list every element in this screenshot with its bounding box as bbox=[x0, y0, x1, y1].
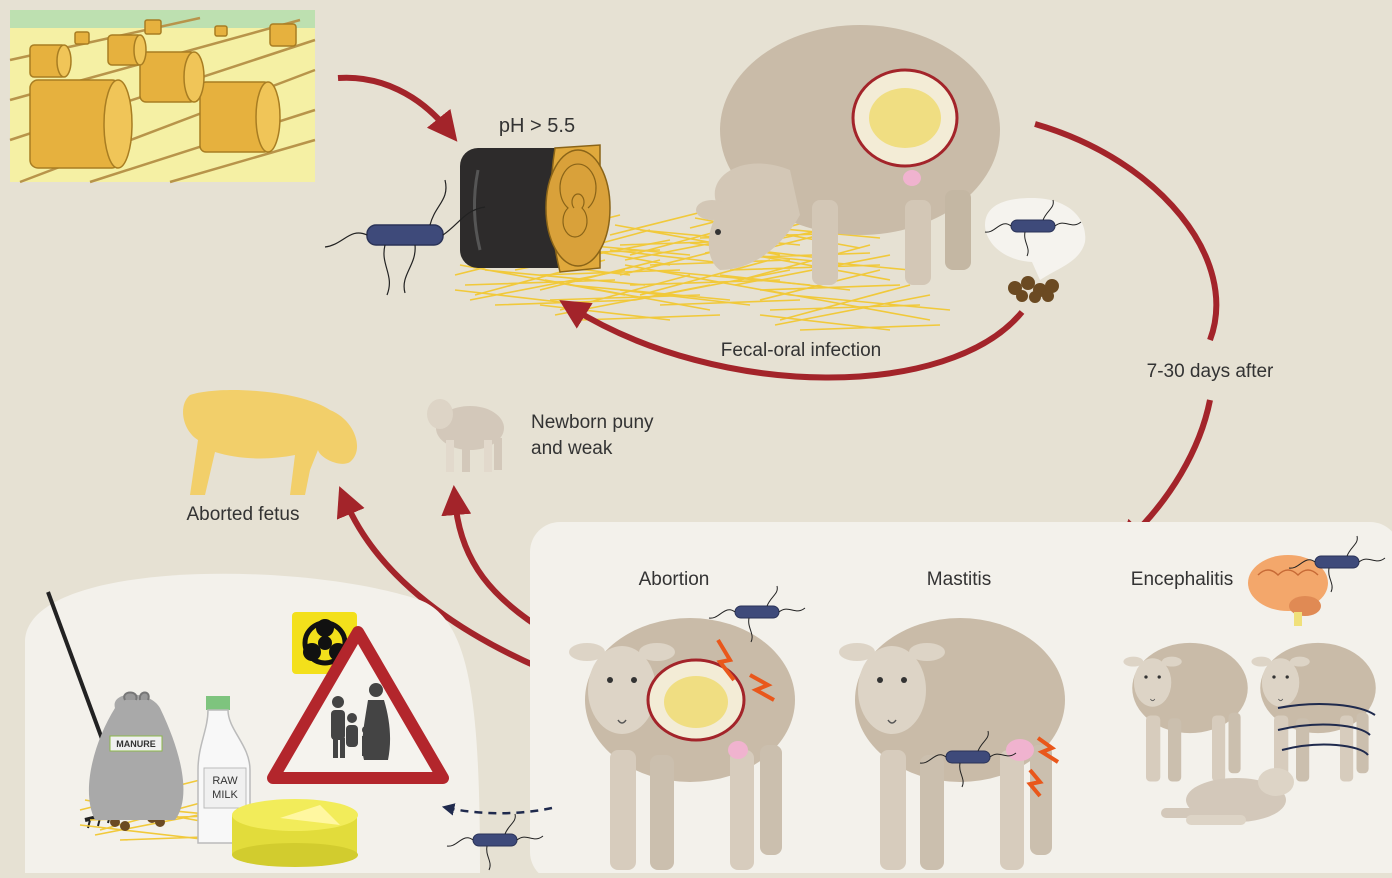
days-after-label: 7-30 days after bbox=[1147, 361, 1274, 382]
aborted-fetus-label: Aborted fetus bbox=[186, 504, 299, 525]
manure-label: MANURE bbox=[116, 739, 156, 749]
fecal-oral-label: Fecal-oral infection bbox=[721, 340, 882, 361]
feces-icon bbox=[985, 198, 1085, 303]
encephalitis-label: Encephalitis bbox=[1131, 569, 1233, 590]
hay-field-icon bbox=[10, 10, 315, 182]
newborn-label-line1: Newborn puny bbox=[531, 412, 654, 433]
cheese-icon bbox=[232, 799, 358, 867]
aborted-fetus-icon bbox=[183, 390, 357, 495]
incubation-arrow-bottom bbox=[1128, 400, 1210, 540]
newborn-label-line2: and weak bbox=[531, 438, 613, 459]
newborn-lamb-icon bbox=[427, 399, 504, 472]
raw-milk-label-line2: MILK bbox=[212, 789, 238, 801]
field-to-silage-arrow bbox=[338, 78, 448, 130]
mastitis-label: Mastitis bbox=[927, 569, 991, 590]
raw-milk-label-line1: RAW bbox=[212, 775, 238, 787]
silage-bale-icon bbox=[460, 145, 610, 272]
ph-label: pH > 5.5 bbox=[499, 115, 575, 137]
abortion-label: Abortion bbox=[639, 569, 710, 590]
